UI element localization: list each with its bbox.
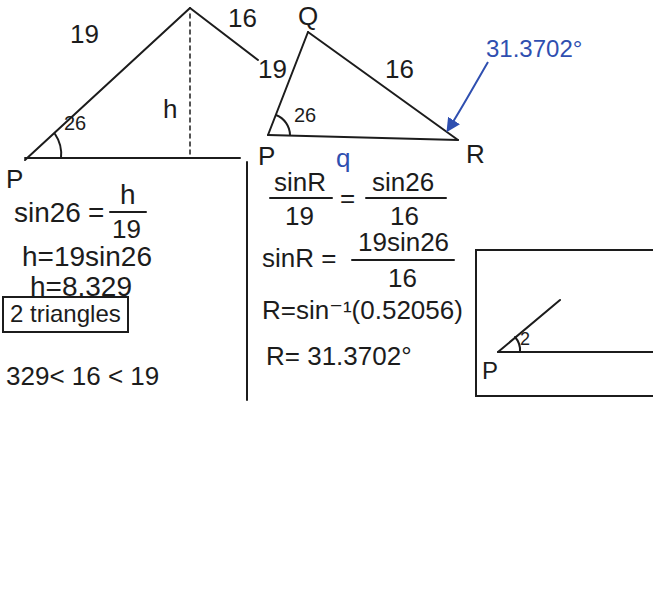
handwritten-label: sin26	[372, 168, 434, 197]
handwritten-label: P	[258, 142, 275, 171]
handwritten-label: 19	[112, 215, 141, 244]
handwritten-label: h=19sin26	[22, 242, 152, 273]
triangle-base	[25, 157, 240, 159]
height-line	[189, 14, 191, 156]
handwritten-label: R	[466, 140, 485, 169]
node-text: 2 triangles	[10, 301, 121, 327]
handwritten-label: 31.3702°	[486, 36, 582, 62]
fraction-bar	[366, 197, 446, 199]
triangle-base	[268, 135, 458, 140]
triangle-base	[498, 351, 653, 353]
handwritten-label: Q	[298, 2, 318, 31]
handwritten-label: R=sin⁻¹(0.52056)	[262, 296, 463, 325]
handwritten-label: 329< 16 < 19	[6, 362, 159, 391]
fraction-bar	[110, 211, 146, 213]
handwritten-label: 16	[228, 4, 257, 33]
handwritten-label: 19	[285, 202, 314, 231]
fraction-bar	[270, 197, 332, 199]
handwritten-label: 19sin26	[358, 228, 449, 257]
angle-arc	[276, 115, 290, 135]
handwritten-label: h	[120, 180, 136, 211]
triangle-side	[498, 300, 560, 352]
handwritten-label: P	[6, 165, 23, 194]
handwritten-label: 16	[388, 264, 417, 293]
handwritten-label: h	[163, 95, 177, 124]
handwritten-label: sinR =	[262, 244, 336, 273]
panel-border	[476, 250, 653, 396]
angle-arc	[515, 337, 520, 352]
handwritten-label: 26	[64, 112, 86, 134]
handwritten-label: sinR	[274, 168, 326, 197]
handwritten-label: 2	[520, 330, 530, 350]
handwritten-label: 19	[70, 20, 99, 49]
triangle-side	[25, 8, 190, 160]
fraction-bar	[352, 259, 454, 261]
handwritten-label: q	[336, 144, 350, 173]
handwritten-label: =	[88, 198, 104, 229]
boxed-conclusion: 2 triangles	[2, 296, 129, 333]
angle-pointer	[448, 62, 488, 130]
handwritten-label: =	[340, 184, 355, 213]
handwritten-label: 16	[390, 202, 419, 231]
divider-line	[246, 162, 248, 400]
triangle-side	[308, 32, 458, 140]
handwritten-label: 19	[258, 55, 287, 84]
handwritten-label: sin26	[14, 198, 81, 229]
angle-arc	[55, 134, 61, 158]
handwritten-label: P	[482, 358, 498, 384]
handwritten-label: 26	[294, 104, 316, 126]
handwritten-label: 16	[385, 55, 414, 84]
handwritten-label: R= 31.3702°	[266, 342, 412, 371]
